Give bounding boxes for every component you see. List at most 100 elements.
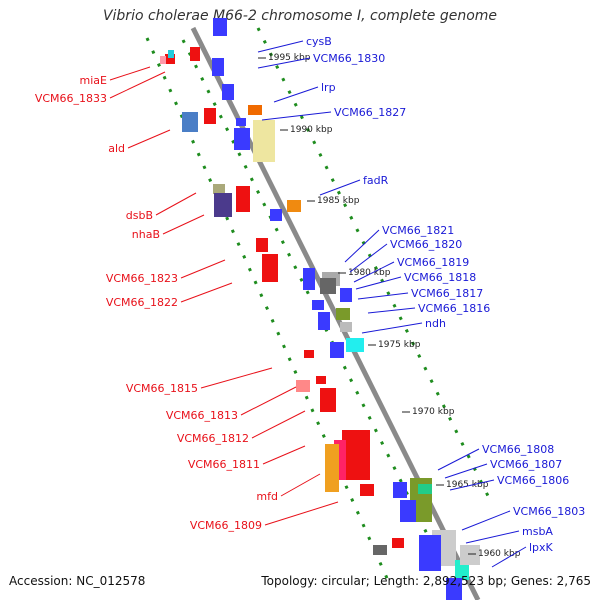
kbp-tick-label: 1960 kbp bbox=[478, 549, 521, 559]
gene-block-37 bbox=[360, 484, 374, 496]
gene-block-16 bbox=[214, 193, 232, 217]
right-gene-label: VCM66_1807 bbox=[490, 458, 562, 471]
left-gene-label: VCM66_1812 bbox=[177, 432, 249, 445]
right-gene-leader bbox=[261, 111, 332, 121]
right-gene-leader bbox=[257, 57, 311, 69]
right-gene-leader bbox=[273, 86, 319, 103]
gene-block-19 bbox=[262, 254, 278, 282]
accession-label: Accession: NC_012578 bbox=[9, 574, 146, 588]
gene-block-46 bbox=[373, 545, 387, 555]
left-gene-label: VCM66_1813 bbox=[166, 409, 238, 422]
right-gene-leader bbox=[461, 510, 511, 531]
right-gene-label: VCM66_1806 bbox=[497, 474, 569, 487]
gene-block-18 bbox=[256, 238, 268, 252]
kbp-tick-label: 1965 kbp bbox=[446, 480, 489, 490]
gene-block-9 bbox=[234, 128, 250, 150]
gene-block-7 bbox=[248, 105, 262, 115]
left-gene-label: ald bbox=[108, 142, 125, 155]
gene-block-22 bbox=[320, 278, 336, 294]
gene-block-45 bbox=[446, 578, 462, 600]
left-gene-leader bbox=[280, 473, 321, 497]
gene-block-30 bbox=[304, 350, 314, 358]
right-gene-label: VCM66_1816 bbox=[418, 302, 490, 315]
right-gene-label: lpxK bbox=[529, 541, 554, 554]
gene-block-29 bbox=[330, 342, 344, 358]
gene-block-27 bbox=[340, 322, 352, 332]
right-gene-leader bbox=[344, 229, 380, 263]
kbp-tick-label: 1995 kbp bbox=[268, 53, 311, 63]
gene-block-41 bbox=[418, 484, 432, 494]
gene-block-20 bbox=[303, 268, 315, 290]
gene-block-3 bbox=[160, 56, 166, 64]
left-gene-label: VCM66_1815 bbox=[126, 382, 198, 395]
right-gene-label: VCM66_1827 bbox=[334, 106, 406, 119]
gene-block-48 bbox=[460, 545, 480, 565]
gene-block-11 bbox=[182, 112, 198, 132]
gene-block-17 bbox=[236, 186, 250, 212]
gene-block-28 bbox=[346, 338, 364, 352]
right-gene-leader bbox=[257, 40, 304, 53]
right-gene-label: lrp bbox=[321, 81, 336, 94]
right-gene-label: ndh bbox=[425, 317, 446, 330]
right-gene-leader bbox=[353, 261, 395, 283]
right-gene-label: VCM66_1830 bbox=[313, 52, 385, 65]
left-gene-label: VCM66_1811 bbox=[188, 458, 260, 471]
left-gene-label: VCM66_1833 bbox=[35, 92, 107, 105]
right-gene-label: cysB bbox=[306, 35, 332, 48]
left-gene-leader bbox=[162, 214, 205, 235]
gene-block-0 bbox=[213, 18, 227, 36]
right-gene-leader bbox=[491, 546, 527, 568]
gene-block-14 bbox=[270, 209, 282, 221]
left-gene-leader bbox=[251, 410, 306, 439]
genome-summary: Topology: circular; Length: 2,892,523 bp… bbox=[261, 574, 591, 588]
right-gene-label: fadR bbox=[363, 174, 389, 187]
left-gene-label: dsbB bbox=[126, 209, 153, 222]
gene-block-10 bbox=[253, 120, 275, 162]
gene-block-39 bbox=[393, 482, 407, 498]
right-gene-label: VCM66_1803 bbox=[513, 505, 585, 518]
left-gene-leader bbox=[109, 71, 166, 99]
left-gene-leader bbox=[109, 66, 151, 81]
right-gene-leader bbox=[437, 448, 480, 471]
right-gene-leader bbox=[349, 243, 388, 273]
right-gene-leader bbox=[465, 530, 520, 544]
gene-block-5 bbox=[212, 58, 224, 76]
gene-block-31 bbox=[296, 380, 310, 392]
left-gene-label: nhaB bbox=[132, 228, 160, 241]
gene-block-8 bbox=[236, 118, 246, 126]
right-gene-leader bbox=[355, 276, 402, 290]
left-gene-label: VCM66_1823 bbox=[106, 272, 178, 285]
right-gene-label: VCM66_1819 bbox=[397, 256, 469, 269]
right-gene-leader bbox=[361, 322, 423, 334]
gene-block-15 bbox=[287, 200, 301, 212]
gene-block-43 bbox=[419, 535, 441, 571]
right-gene-label: msbA bbox=[522, 525, 553, 538]
right-gene-label: VCM66_1818 bbox=[404, 271, 476, 284]
gene-block-6 bbox=[222, 84, 234, 100]
left-gene-leader bbox=[200, 367, 273, 389]
gene-block-25 bbox=[312, 300, 324, 310]
right-gene-label: VCM66_1817 bbox=[411, 287, 483, 300]
left-gene-leader bbox=[180, 259, 226, 279]
right-gene-leader bbox=[357, 292, 409, 300]
left-gene-leader bbox=[264, 501, 339, 526]
genome-title: Vibrio cholerae M66-2 chromosome I, comp… bbox=[102, 8, 498, 24]
right-gene-leader bbox=[319, 179, 361, 196]
right-gene-label: VCM66_1820 bbox=[390, 238, 462, 251]
gene-block-32 bbox=[316, 376, 326, 384]
gene-block-13 bbox=[213, 184, 225, 194]
kbp-tick-label: 1990 kbp bbox=[290, 125, 333, 135]
left-gene-leader bbox=[262, 445, 306, 465]
gene-blocks bbox=[160, 18, 480, 600]
gene-block-23 bbox=[340, 288, 352, 302]
right-gene-label: VCM66_1808 bbox=[482, 443, 554, 456]
gene-block-26 bbox=[318, 312, 330, 330]
right-gene-leader bbox=[444, 463, 488, 479]
right-gene-label: VCM66_1821 bbox=[382, 224, 454, 237]
gene-block-12 bbox=[204, 108, 216, 124]
left-gene-label: miaE bbox=[80, 74, 108, 87]
kbp-tick-label: 1980 kbp bbox=[348, 268, 391, 278]
gene-labels: miaEVCM66_1833alddsbBnhaBVCM66_1823VCM66… bbox=[35, 35, 585, 568]
